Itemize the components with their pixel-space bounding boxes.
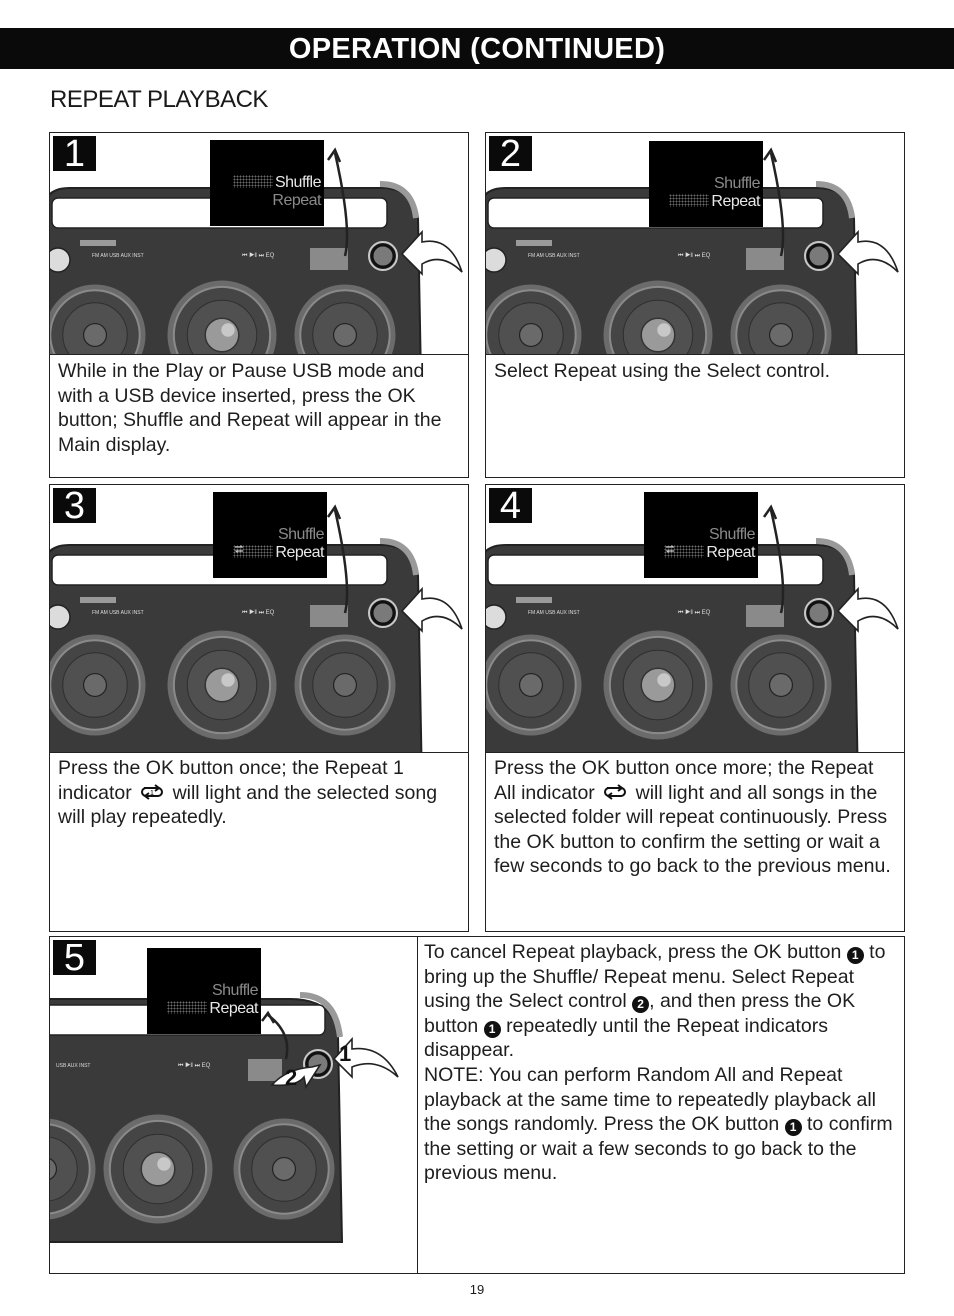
svg-text:USB AUX INST: USB AUX INST [56,1063,90,1069]
display-line-shuffle: Shuffle [713,175,761,192]
step-5-illustration: USB AUX INST ⏮ ▶‖ ⏭ EQ Shuffle Repeat 1 2 [50,937,418,1273]
step-1-text: While in the Play or Pause USB mode and … [58,360,442,456]
step-2-text: Select Repeat using the Select control. [494,360,831,382]
svg-text:FM AM USB AUX INST: FM AM USB AUX INST [528,610,580,616]
display-line-repeat: Repeat [233,544,324,562]
dot-matrix-icon [664,545,705,558]
step-number: 5 [53,939,96,977]
main-display: Shuffle Repeat [213,492,327,578]
svg-text:⏮ ▶‖ ⏭ EQ: ⏮ ▶‖ ⏭ EQ [242,609,275,616]
boombox-drawing: FM AM USB AUX INST ⏮ ▶‖ ⏭ EQ [50,504,463,752]
dot-matrix-icon [233,545,274,558]
step-number: 4 [489,487,532,525]
step-2-illustration: FM AM USB AUX INST ⏮ ▶‖ ⏭ EQ Shuffle Repe… [486,133,904,355]
svg-text:⏮ ▶‖ ⏭ EQ: ⏮ ▶‖ ⏭ EQ [178,1062,211,1069]
svg-text:⏮ ▶‖ ⏭ EQ: ⏮ ▶‖ ⏭ EQ [242,252,275,259]
callout-2: 2 [285,1065,298,1090]
boombox-drawing: FM AM USB AUX INST ⏮ ▶‖ ⏭ EQ [50,147,463,354]
step-2-box: FM AM USB AUX INST ⏮ ▶‖ ⏭ EQ Shuffle Repe… [485,132,905,478]
svg-text:FM AM USB AUX INST: FM AM USB AUX INST [92,610,144,616]
step-3-text: Press the OK button once; the Repeat 1 i… [58,757,438,829]
svg-text:FM AM USB AUX INST: FM AM USB AUX INST [528,253,580,259]
svg-text:FM AM USB AUX INST: FM AM USB AUX INST [92,253,144,259]
step-number: 2 [489,135,532,173]
svg-text:⏮ ▶‖ ⏭ EQ: ⏮ ▶‖ ⏭ EQ [678,609,711,616]
repeat-all-icon [665,545,675,553]
step-3-illustration: FM AM USB AUX INST ⏮ ▶‖ ⏭ EQ Shuffle Repe… [50,485,468,753]
dot-matrix-icon [669,194,710,207]
display-line-shuffle: Shuffle [708,526,756,543]
callout-1-badge: 1 [784,1119,802,1137]
repeat-one-icon [234,545,244,553]
page-banner: OPERATION (CONTINUED) [0,28,954,69]
note-label: NOTE: [424,1063,484,1086]
display-line-shuffle: Shuffle [277,526,325,543]
step-1-box: FM AM USB AUX INST ⏮ ▶‖ ⏭ EQ Shuffle Repe… [49,132,469,478]
boombox-drawing: FM AM USB AUX INST ⏮ ▶‖ ⏭ EQ [486,504,899,752]
repeat-all-icon [604,783,627,800]
step-5-text: To cancel Repeat playback, press the OK … [424,941,893,1185]
display-line-repeat: Repeat [664,544,755,562]
display-line-repeat: Repeat [272,192,321,209]
repeat-one-icon: 1 [141,783,164,800]
step-3-box: FM AM USB AUX INST ⏮ ▶‖ ⏭ EQ Shuffle Repe… [49,484,469,932]
step-4-illustration: FM AM USB AUX INST ⏮ ▶‖ ⏭ EQ Shuffle Repe… [486,485,904,753]
step-4-text: Press the OK button once more; the Repea… [494,757,891,878]
page-number: 19 [469,1282,485,1297]
main-display: Shuffle Repeat [210,140,324,226]
callout-2-badge: 2 [632,996,650,1014]
main-display: Shuffle Repeat [147,948,261,1034]
display-line-shuffle: Shuffle [211,982,259,999]
dot-matrix-icon [167,1001,208,1014]
svg-text:1: 1 [150,790,154,797]
display-line-repeat: Repeat [669,193,760,211]
display-line-repeat: Repeat [167,1000,258,1018]
callout-1-badge: 1 [483,1020,501,1038]
callout-1: 1 [339,1041,352,1066]
dot-matrix-icon [232,175,273,188]
boombox-drawing: USB AUX INST ⏮ ▶‖ ⏭ EQ [50,992,399,1243]
step-4-box: FM AM USB AUX INST ⏮ ▶‖ ⏭ EQ Shuffle Repe… [485,484,905,932]
section-heading: REPEAT PLAYBACK [50,86,268,113]
step-1-illustration: FM AM USB AUX INST ⏮ ▶‖ ⏭ EQ Shuffle Repe… [50,133,468,355]
main-display: Shuffle Repeat [649,141,763,227]
step-number: 1 [53,135,96,173]
step-5-box: USB AUX INST ⏮ ▶‖ ⏭ EQ Shuffle Repeat 1 2… [49,936,905,1274]
step-number: 3 [53,487,96,525]
callout-1-badge: 1 [846,947,864,964]
display-line-shuffle: Shuffle [232,174,322,192]
svg-text:⏮ ▶‖ ⏭ EQ: ⏮ ▶‖ ⏭ EQ [678,252,711,259]
main-display: Shuffle Repeat [644,492,758,578]
